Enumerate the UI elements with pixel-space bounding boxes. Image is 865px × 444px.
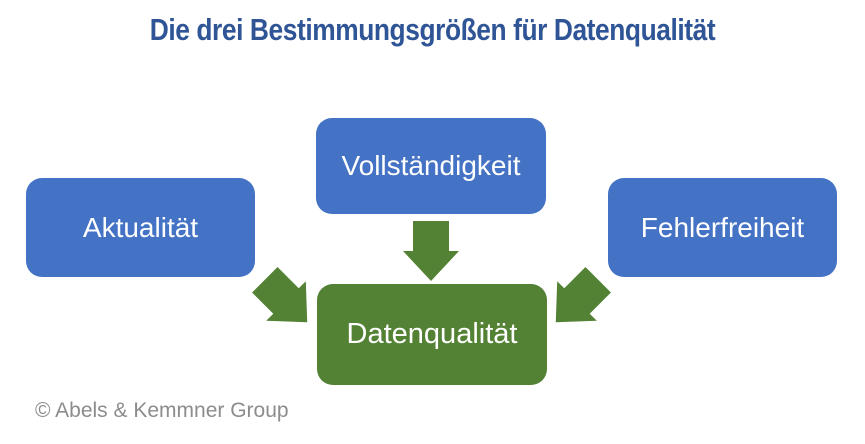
factor-label: Fehlerfreiheit: [640, 211, 805, 243]
factor-label: Vollständigkeit: [341, 150, 521, 181]
result-box-datenqualitaet: Datenqualität: [317, 284, 547, 385]
factor-label: Aktualität: [82, 211, 199, 243]
result-label: Datenqualität: [346, 318, 518, 350]
arrow-down-right-icon: [243, 258, 329, 344]
copyright-text: © Abels & Kemmner Group: [35, 399, 289, 422]
factor-box-fehlerfreiheit: Fehlerfreiheit: [608, 178, 837, 277]
arrow-down-icon: [401, 220, 461, 282]
page-title: Die drei Bestimmungsgrößen für Datenqual…: [149, 12, 716, 47]
arrow-down-left-icon: [534, 258, 620, 344]
factor-box-aktualitaet: Aktualität: [26, 178, 255, 277]
factor-box-vollstaendigkeit: Vollständigkeit: [316, 118, 546, 214]
